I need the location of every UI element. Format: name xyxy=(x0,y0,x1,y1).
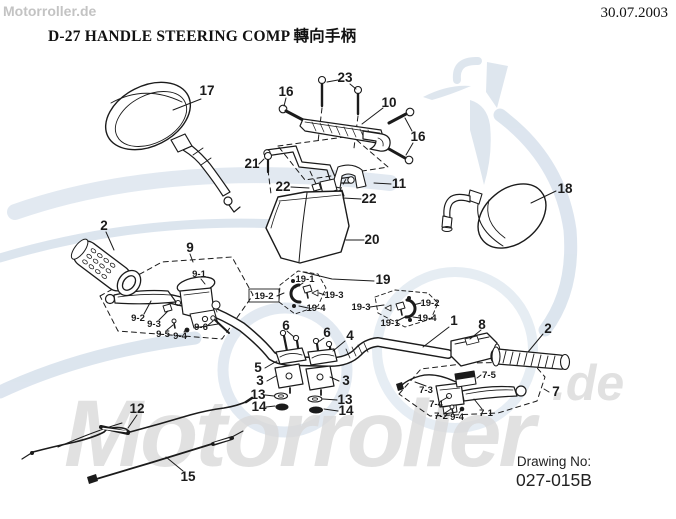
mirror-right xyxy=(441,183,547,249)
part-label-9-5: 9-5 xyxy=(156,329,170,340)
cable-15 xyxy=(87,430,244,484)
construction-lines xyxy=(267,107,389,195)
part-label-9-4: 9-4 xyxy=(450,412,464,423)
part-label-9-4: 9-4 xyxy=(173,331,187,342)
label-box-19-2 xyxy=(248,288,280,303)
part-label-15: 15 xyxy=(180,469,196,484)
scooter-watermark xyxy=(0,56,578,438)
upper-holder-bracket xyxy=(299,118,391,152)
part-label-11: 11 xyxy=(392,176,407,191)
part-label-5: 5 xyxy=(254,360,262,375)
part-label-19-4: 19-4 xyxy=(417,313,437,324)
part-label-7-2: 7-2 xyxy=(434,411,448,422)
clamp-right-unit xyxy=(305,337,338,414)
part-label-13: 13 xyxy=(337,392,353,407)
part-label-16: 16 xyxy=(410,129,426,144)
part-label-19-1: 19-1 xyxy=(380,318,400,329)
part-label-22: 22 xyxy=(275,179,290,194)
part-label-19: 19 xyxy=(375,272,390,287)
part-label-19-2: 19-2 xyxy=(254,291,273,302)
part-label-9-1: 9-1 xyxy=(192,269,206,280)
mirror-left xyxy=(104,81,241,213)
screw-16-set xyxy=(278,104,415,165)
part-label-9: 9 xyxy=(186,240,194,255)
part-label-2: 2 xyxy=(100,218,108,233)
part-label-8: 8 xyxy=(478,317,486,332)
cable-12 xyxy=(21,396,254,460)
part-label-23: 23 xyxy=(337,70,353,85)
date-text: 30.07.2003 xyxy=(600,5,669,21)
clamp-left-unit xyxy=(273,329,307,411)
clamp-19-left-outline xyxy=(278,270,327,315)
part-label-9-3: 9-3 xyxy=(147,319,161,330)
part-label-1: 1 xyxy=(450,313,458,328)
part-label-18: 18 xyxy=(557,181,573,196)
part-label-19-4: 19-4 xyxy=(306,303,326,314)
assembly-7-outline xyxy=(398,361,546,417)
part-label-12: 12 xyxy=(129,401,144,416)
part-label-7-4: 7-4 xyxy=(429,399,443,410)
part-label-2: 2 xyxy=(544,321,552,336)
grip-right xyxy=(490,346,571,371)
part-label-22: 22 xyxy=(361,191,376,206)
drawing-no-value: 027-015B xyxy=(516,470,592,490)
part-label-21: 21 xyxy=(244,156,260,171)
part-label-4: 4 xyxy=(346,328,354,343)
grip-left xyxy=(70,238,142,297)
screw-23-pair xyxy=(317,75,363,116)
part-label-19-3: 19-3 xyxy=(324,290,343,301)
part-label-14: 14 xyxy=(251,399,267,414)
assembly-9-outline xyxy=(99,256,254,340)
cover-panel xyxy=(265,190,350,264)
part-label-3: 3 xyxy=(342,373,350,388)
part-label-14: 14 xyxy=(338,403,354,418)
part-label-19-1: 19-1 xyxy=(295,274,315,285)
part-label-7-5: 7-5 xyxy=(482,370,496,381)
part-label-19-3: 19-3 xyxy=(351,302,370,313)
part-label-7-3: 7-3 xyxy=(419,385,433,396)
wire-clamp-19-left xyxy=(289,279,319,308)
part-label-13: 13 xyxy=(250,387,266,402)
handle-holder xyxy=(263,145,367,195)
part-label-9-2: 9-2 xyxy=(131,313,145,324)
part-label-6: 6 xyxy=(323,325,331,340)
part-label-16: 16 xyxy=(278,84,294,99)
part-label-20: 20 xyxy=(364,232,379,247)
part-label-19-2: 19-2 xyxy=(420,298,439,309)
part-label-17: 17 xyxy=(199,83,214,98)
leader-lines xyxy=(105,79,557,472)
part-label-9-6: 9-6 xyxy=(194,322,208,333)
wire-clamp-19-right xyxy=(384,296,417,322)
part-label-3: 3 xyxy=(256,373,264,388)
screw-21 xyxy=(263,151,273,174)
page-title: D-27 HANDLE STEERING COMP 轉向手柄 xyxy=(48,28,357,45)
drawing-no-label: Drawing No: xyxy=(516,454,592,469)
part-label-6: 6 xyxy=(282,318,290,333)
part-label-7: 7 xyxy=(552,384,560,399)
site-watermark-text: Motorroller.de xyxy=(3,3,97,19)
clamp-19-right-outline xyxy=(374,289,439,328)
lever-assembly-9 xyxy=(104,276,230,334)
part-label-7-1: 7-1 xyxy=(479,408,493,419)
part-label-10: 10 xyxy=(381,95,396,110)
